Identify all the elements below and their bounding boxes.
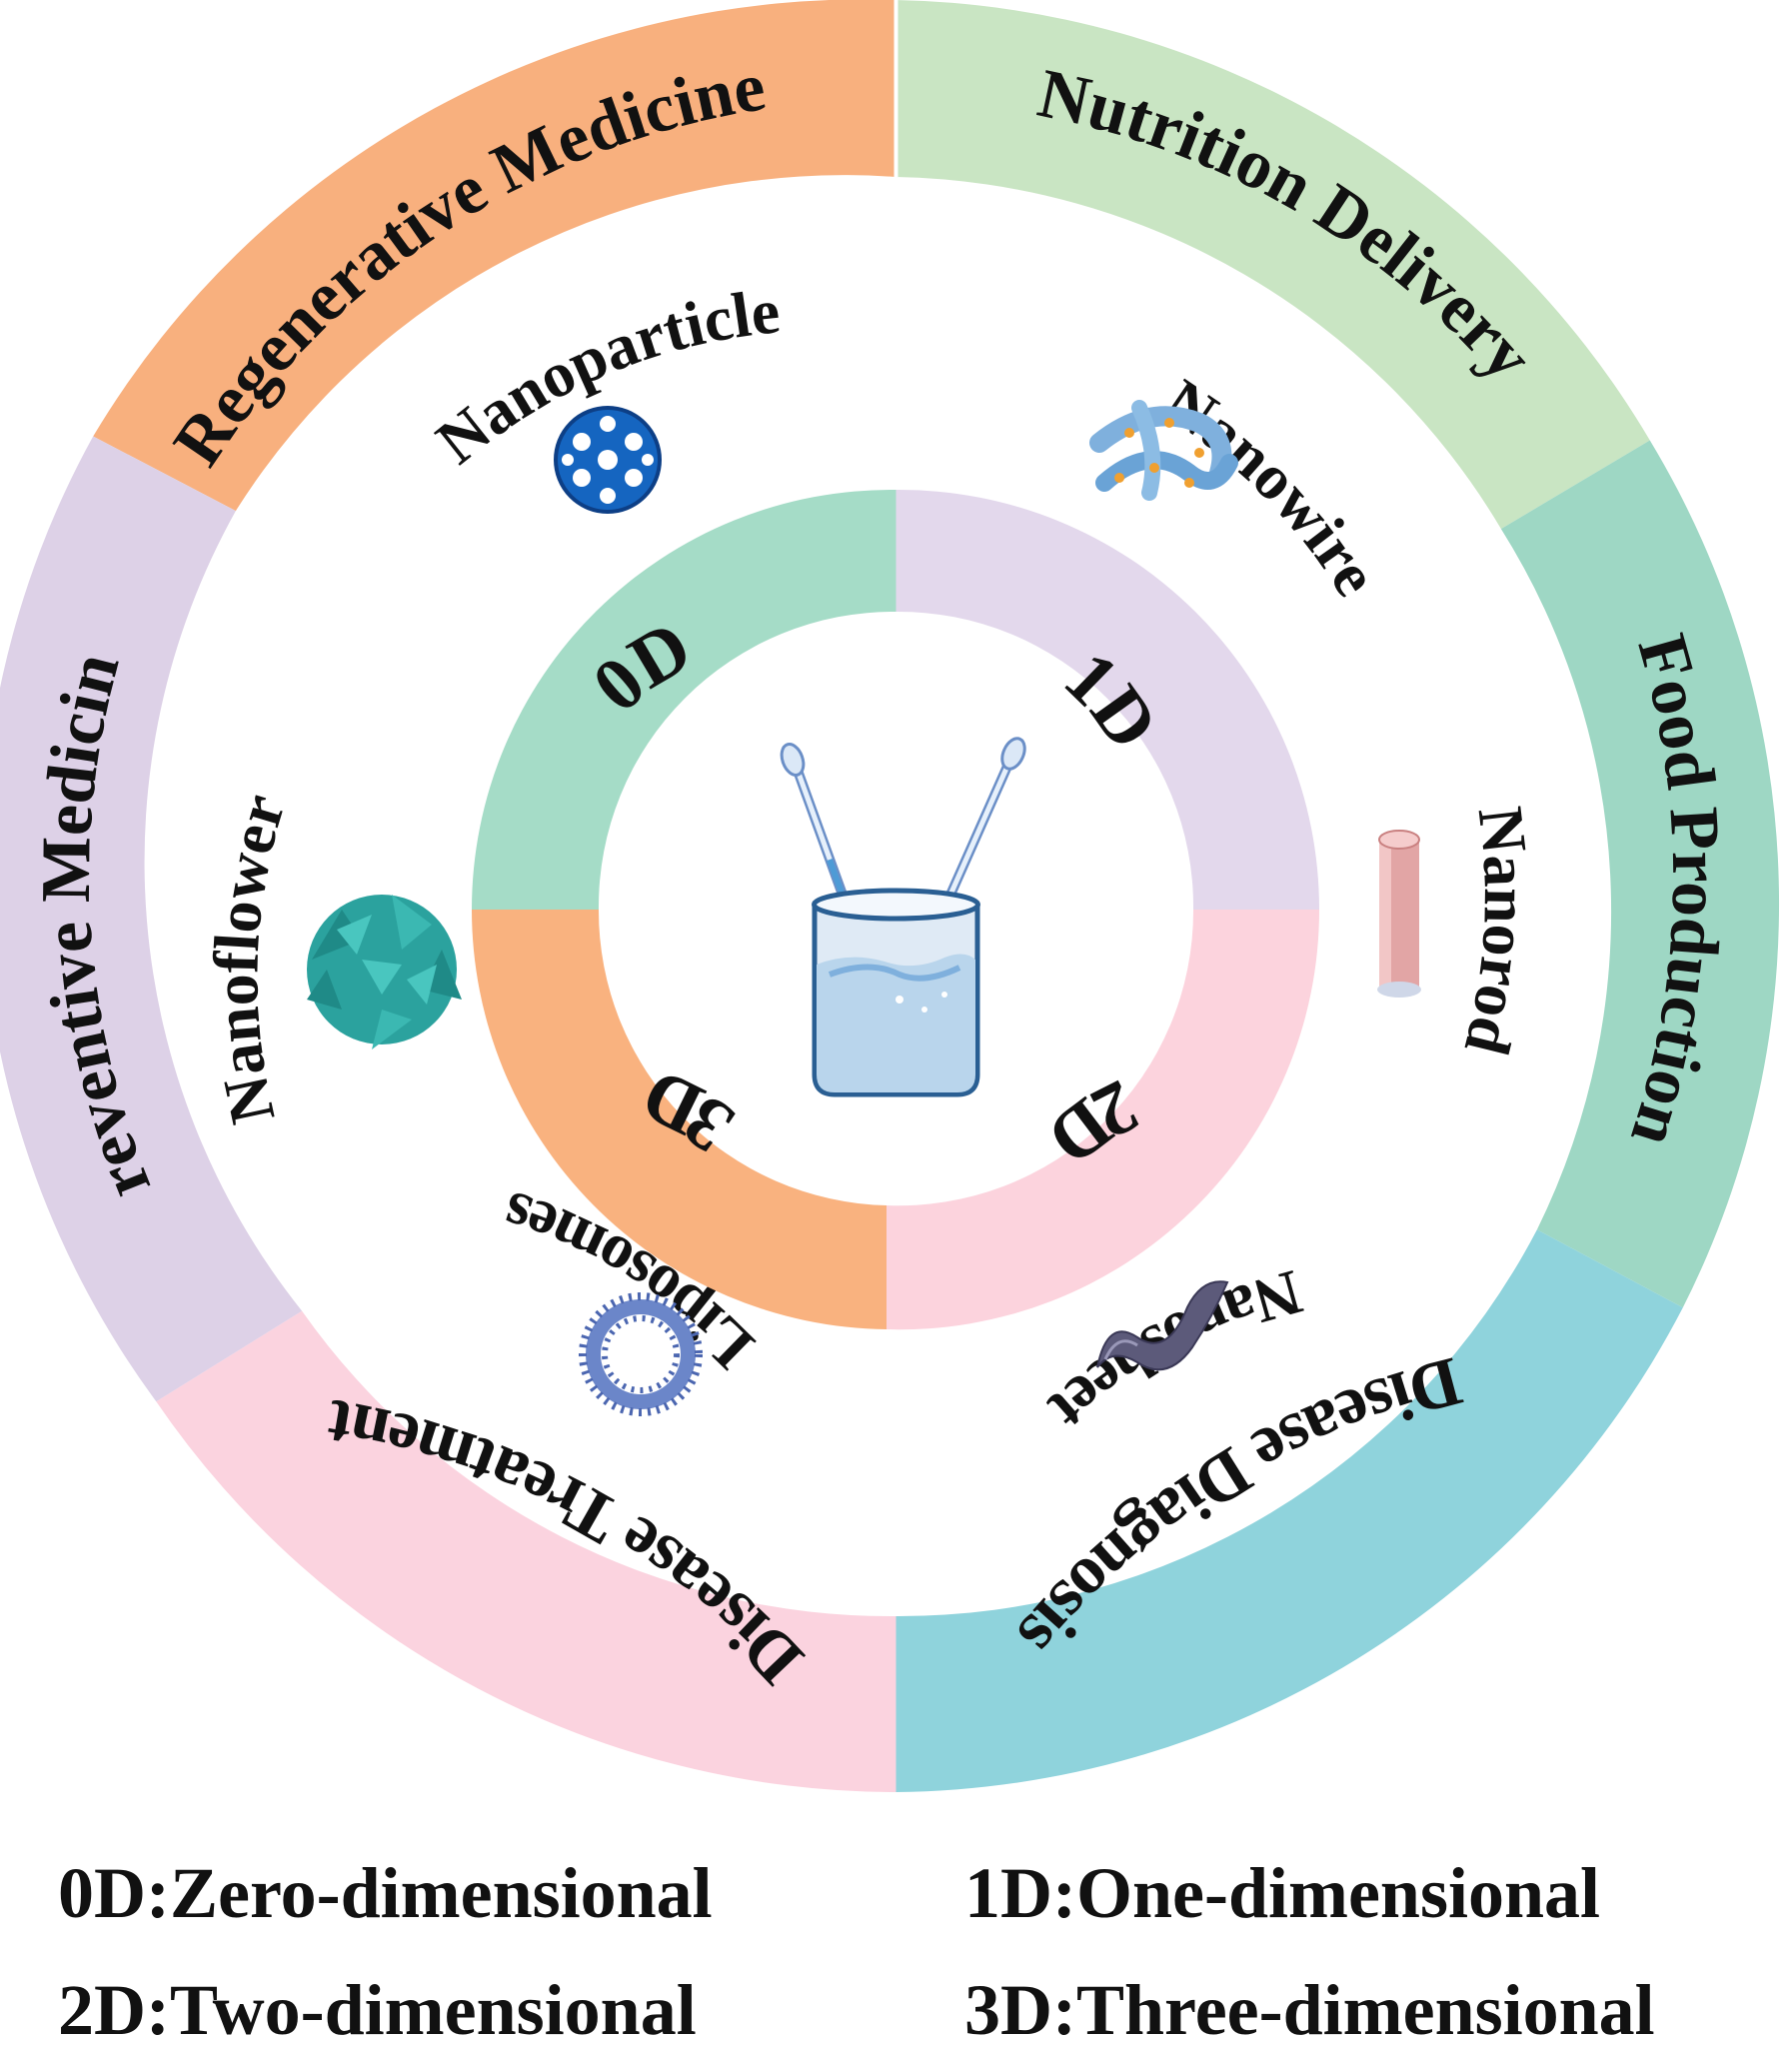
liposome-icon bbox=[579, 1292, 703, 1416]
dimension-segment-3d bbox=[472, 910, 887, 1329]
dimension-segment-1d bbox=[896, 489, 1319, 910]
nanowire-icon bbox=[1089, 400, 1238, 501]
application-segment-regenerative-medicine bbox=[93, 0, 896, 512]
legend: 0D:Zero-dimensional 1D:One-dimensional 2… bbox=[58, 1853, 1655, 2050]
application-ring bbox=[0, 0, 1780, 1792]
application-segment-disease-diagnosis bbox=[896, 1229, 1683, 1792]
nanoflower-icon bbox=[307, 895, 462, 1049]
pipette-right-icon bbox=[934, 737, 1026, 925]
nanosheet-icon bbox=[1096, 1280, 1229, 1371]
application-segment-food-production bbox=[1500, 440, 1780, 1308]
legend-item-2d: 2D:Two-dimensional bbox=[58, 1970, 697, 2050]
material-label-nanorod: Nanorod bbox=[1451, 803, 1542, 1061]
beaker-with-pipettes-icon bbox=[780, 737, 1026, 1097]
legend-item-0d: 0D:Zero-dimensional bbox=[58, 1853, 713, 1933]
application-segment-preventive-medicine bbox=[0, 436, 303, 1402]
nanorod-icon bbox=[1377, 830, 1421, 998]
application-segment-disease-treatment bbox=[156, 1310, 896, 1792]
dimension-segment-2d bbox=[887, 910, 1320, 1330]
legend-item-3d: 3D:Three-dimensional bbox=[964, 1970, 1655, 2050]
material-label-nanoflower: Nanoflower bbox=[200, 786, 299, 1129]
legend-item-1d: 1D:One-dimensional bbox=[964, 1853, 1600, 1933]
dimension-ring bbox=[472, 489, 1320, 1330]
dimension-segment-0d bbox=[472, 489, 896, 910]
nanoparticle-icon bbox=[554, 406, 662, 514]
application-segment-nutrition-delivery bbox=[896, 0, 1650, 530]
